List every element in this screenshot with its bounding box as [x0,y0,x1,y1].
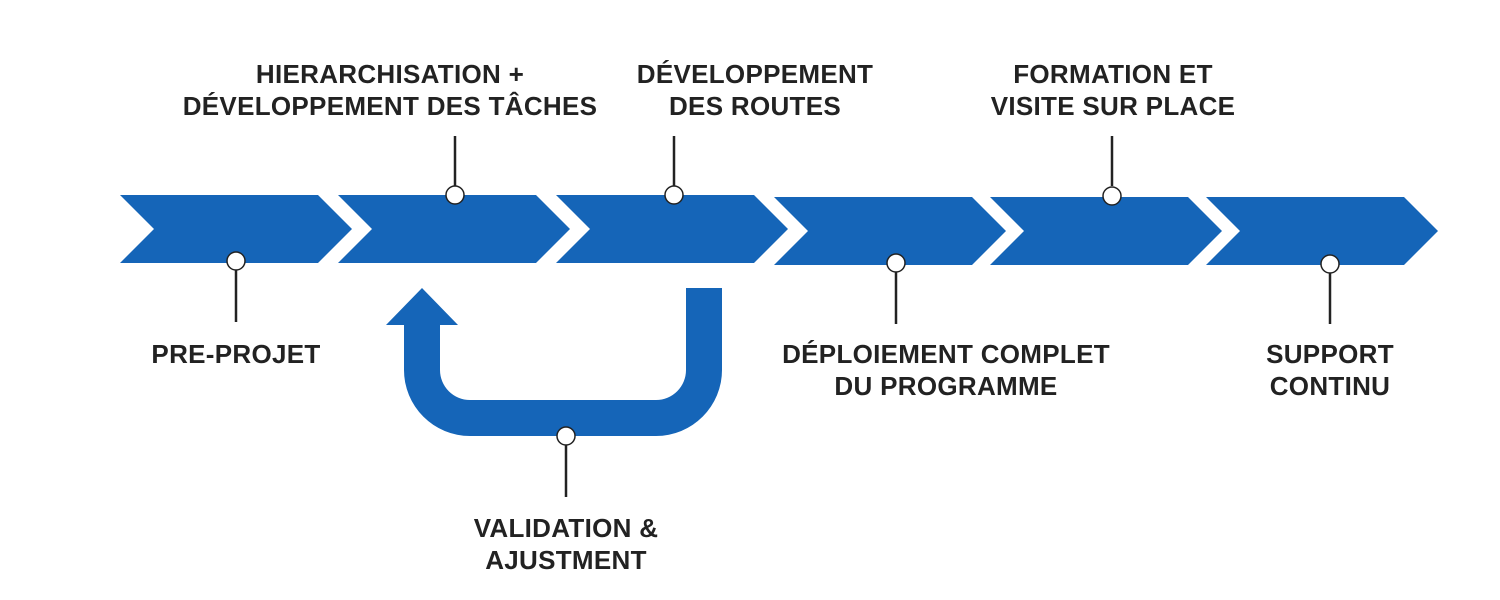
connector-dot-deploiement [886,253,906,273]
chevron-pre-projet [120,195,352,263]
stage-label-pre-projet: PRE-PROJET [151,339,321,369]
connector-dot-hierarchisation [445,185,465,205]
stage-label-hierarchisation: HIERARCHISATION + DÉVELOPPEMENT DES TÂCH… [182,59,598,121]
connector-dot-pre-projet [226,251,246,271]
connector-dot-developpement-routes [664,185,684,205]
connector-dot-validation [556,426,576,446]
chevron-support [1206,197,1438,265]
stage-label-formation: FORMATION ET VISITE SUR PLACE [990,59,1236,121]
connector-dot-formation [1102,186,1122,206]
stage-label-deploiement: DÉPLOIEMENT COMPLET DU PROGRAMME [782,339,1110,401]
chevron-formation [990,197,1222,265]
stage-label-support: SUPPORT CONTINU [1266,339,1394,401]
chevron-deploiement [774,197,1006,265]
feedback-loop-arrow [386,288,722,436]
stage-label-developpement-routes: DÉVELOPPEMENT DES ROUTES [636,59,874,121]
chevron-developpement-routes [556,195,788,263]
loop-label-validation: VALIDATION & AJUSTMENT [473,513,659,575]
connector-dot-support [1320,254,1340,274]
chevron-hierarchisation [338,195,570,263]
